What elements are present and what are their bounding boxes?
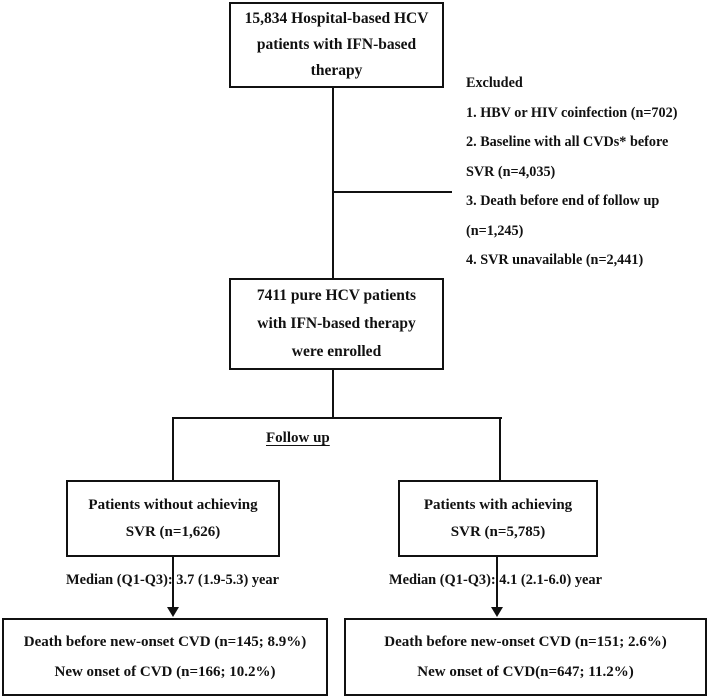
excluded-item-2b: SVR (n=4,035) [466, 163, 556, 180]
node-source-line-3: therapy [310, 62, 363, 79]
outcome-left-line-2: New onset of CVD (n=166; 10.2%) [54, 664, 276, 680]
arrowhead-right-icon [491, 607, 503, 617]
excluded-heading: Excluded [466, 75, 523, 91]
node-non-svr-outcomes: Death before new-onset CVD (n=145; 8.9%)… [2, 618, 328, 696]
node-enrolled-population: 7411 pure HCV patients with IFN-based th… [229, 278, 444, 370]
connector-fork-bar [172, 417, 502, 420]
node-enrolled-line-3: were enrolled [291, 343, 382, 360]
node-non-svr-group: Patients without achieving SVR (n=1,626) [66, 480, 280, 557]
median-followup-left: Median (Q1-Q3): 3.7 (1.9-5.3) year [66, 572, 280, 588]
node-svr-line-2: SVR (n=5,785) [450, 523, 546, 540]
node-enrolled-line-2: with IFN-based therapy [257, 315, 416, 332]
node-svr-group: Patients with achieving SVR (n=5,785) [398, 480, 598, 557]
median-followup-right: Median (Q1-Q3): 4.1 (2.1-6.0) year [389, 572, 603, 588]
connector-fork-leg-right [499, 417, 502, 480]
outcome-left-line-1: Death before new-onset CVD (n=145; 8.9%) [23, 634, 307, 650]
node-enrolled-line-1: 7411 pure HCV patients [256, 287, 417, 304]
outcome-right-line-2: New onset of CVD(n=647; 11.2%) [417, 664, 634, 680]
node-svr-outcomes: Death before new-onset CVD (n=151; 2.6%)… [344, 618, 707, 696]
follow-up-label: Follow up [266, 430, 330, 446]
node-non-svr-line-2: SVR (n=1,626) [125, 523, 221, 540]
connector-enrolled-to-fork [332, 370, 335, 418]
node-source-population: 15,834 Hospital-based HCV patients with … [229, 2, 444, 88]
excluded-item-3a: 3. Death before end of follow up [466, 193, 660, 209]
connector-arrow-left-shaft [172, 557, 175, 609]
excluded-item-2a: 2. Baseline with all CVDs* before [466, 134, 669, 150]
excluded-item-3b: (n=1,245) [466, 222, 524, 239]
arrowhead-left-icon [167, 607, 179, 617]
connector-fork-leg-left [172, 417, 175, 480]
node-source-line-1: 15,834 Hospital-based HCV [244, 10, 429, 27]
outcome-right-line-1: Death before new-onset CVD (n=151; 2.6%) [384, 634, 667, 650]
node-non-svr-line-1: Patients without achieving [88, 496, 258, 513]
excluded-item-1: 1. HBV or HIV coinfection (n=702) [466, 104, 678, 121]
excluded-item-4: 4. SVR unavailable (n=2,441) [466, 252, 644, 268]
node-svr-line-1: Patients with achieving [423, 496, 573, 513]
node-source-line-2: patients with IFN-based [256, 36, 417, 53]
connector-source-to-enrolled [332, 88, 335, 278]
excluded-list: Excluded 1. HBV or HIV coinfection (n=70… [466, 69, 709, 276]
connector-arrow-right-shaft [496, 557, 499, 609]
connector-excluded-branch [332, 191, 452, 194]
